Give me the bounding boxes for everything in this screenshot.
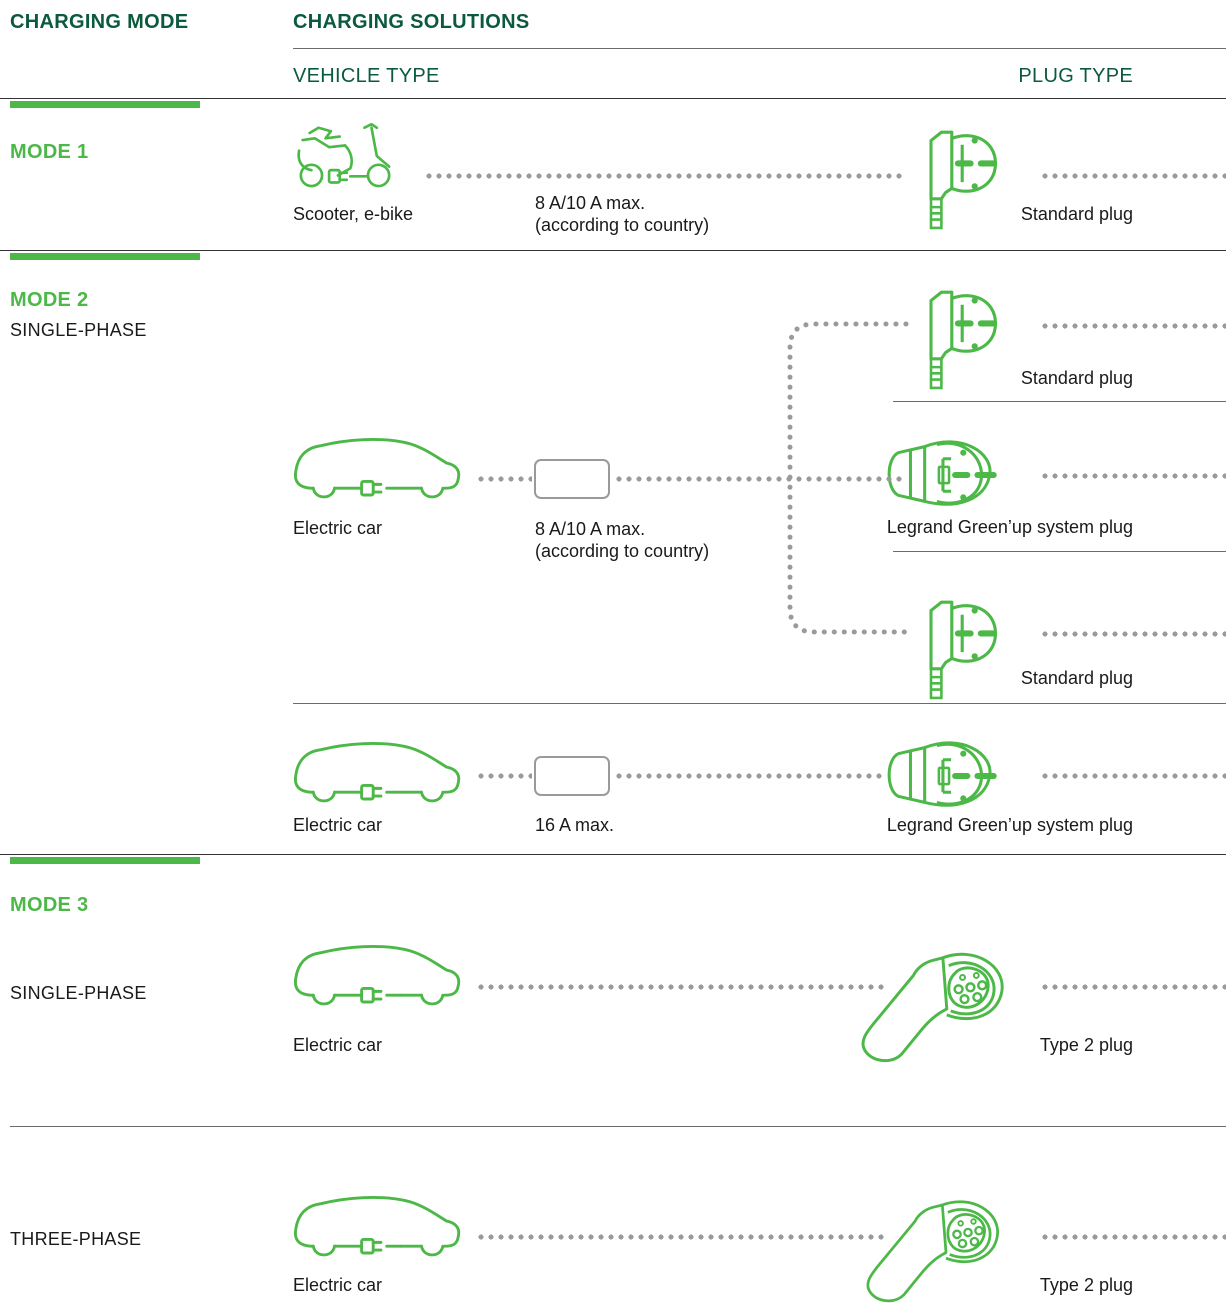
mode1-current-line2: (according to country) <box>535 215 710 235</box>
row-divider <box>293 703 1226 704</box>
mode2-branch1-output <box>1040 323 1226 329</box>
mode2-row2-plug-label: Legrand Green’up system plug <box>886 815 1133 835</box>
electric-car-icon <box>292 432 466 500</box>
mode2-subtitle: SINGLE-PHASE <box>10 320 147 340</box>
mode2-branch2-output <box>1040 473 1226 479</box>
mode1-output-connector <box>1040 173 1226 179</box>
branch-connector <box>787 321 909 635</box>
mode3-single-phase-connector <box>476 984 886 990</box>
mode2-title: MODE 2 <box>10 289 89 311</box>
mode2-plug-label-2: Legrand Green’up system plug <box>886 517 1133 537</box>
electric-car-icon <box>292 1190 466 1258</box>
mode2-plug-label-3: Standard plug <box>1020 668 1133 688</box>
mode3-three-phase-label: THREE-PHASE <box>10 1229 142 1249</box>
mode3-single-phase-output <box>1040 984 1226 990</box>
mode3-single-phase-label: SINGLE-PHASE <box>10 983 147 1003</box>
mode2-row1-current-line2: (according to country) <box>535 541 710 561</box>
mode3-title: MODE 3 <box>10 894 89 916</box>
mode2-accent-bar <box>10 253 200 260</box>
mode3-accent-bar <box>10 857 200 864</box>
mode2-row2-connector <box>614 773 884 779</box>
mode3-single-phase-plug-label: Type 2 plug <box>1039 1035 1133 1055</box>
plug-type-heading: PLUG TYPE <box>1018 65 1133 87</box>
mode3-three-phase-connector <box>476 1234 886 1240</box>
section-divider <box>0 854 1226 855</box>
mode3-three-phase-output <box>1040 1234 1226 1240</box>
mode3-single-phase-vehicle-label: Electric car <box>293 1035 383 1055</box>
branch-divider <box>893 551 1226 552</box>
scooter-icon <box>292 120 398 192</box>
mode1-plug-label: Standard plug <box>1020 204 1133 224</box>
mode1-vehicle-label: Scooter, e-bike <box>293 204 414 224</box>
mode2-row1-current-line1: 8 A/10 A max. <box>535 519 646 539</box>
electric-car-icon <box>292 736 466 804</box>
branch-divider <box>893 401 1226 402</box>
mode2-row2-current: 16 A max. <box>535 815 615 835</box>
mode2-branch3-output <box>1040 631 1226 637</box>
electric-car-icon <box>292 939 466 1007</box>
control-box <box>534 756 610 796</box>
header-divider <box>293 48 1226 49</box>
section-divider <box>0 98 1226 99</box>
mode1-connector <box>424 173 904 179</box>
mode3-three-phase-plug-label: Type 2 plug <box>1039 1275 1133 1295</box>
mode2-row1-connector <box>614 476 904 482</box>
control-box <box>534 459 610 499</box>
greenup-plug-icon <box>880 739 1012 811</box>
charging-solutions-heading: CHARGING SOLUTIONS <box>293 11 530 33</box>
mode2-plug-label-1: Standard plug <box>1020 368 1133 388</box>
mode1-title: MODE 1 <box>10 141 89 163</box>
mode1-current-line1: 8 A/10 A max. <box>535 193 646 213</box>
vehicle-type-heading: VEHICLE TYPE <box>293 65 440 87</box>
charging-mode-heading: CHARGING MODE <box>10 11 189 33</box>
mode1-accent-bar <box>10 101 200 108</box>
section-divider <box>0 250 1226 251</box>
row-divider <box>10 1126 1226 1127</box>
mode2-row2-connector <box>476 773 532 779</box>
mode2-row1-vehicle-label: Electric car <box>293 518 383 538</box>
mode2-row2-vehicle-label: Electric car <box>293 815 383 835</box>
mode2-row1-connector <box>476 476 532 482</box>
mode2-row2-output <box>1040 773 1226 779</box>
mode3-three-phase-vehicle-label: Electric car <box>293 1275 383 1295</box>
